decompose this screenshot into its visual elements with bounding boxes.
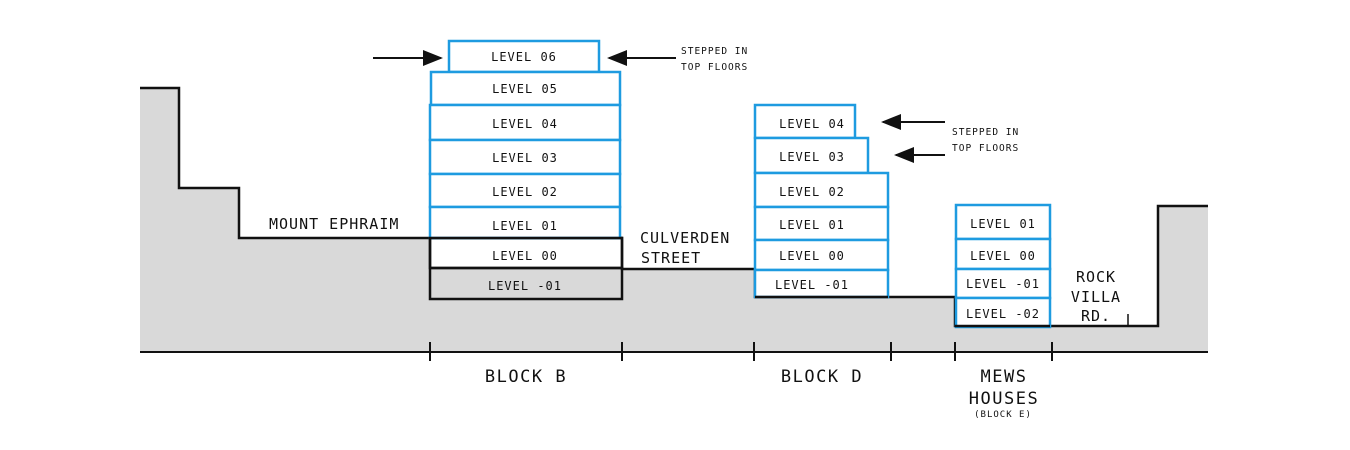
- street-culverden-line1: CULVERDEN: [640, 229, 730, 247]
- stepped-note-b-line1: STEPPED IN: [681, 46, 748, 57]
- block-d-label: BLOCK D: [781, 367, 863, 387]
- block-b-level-label: LEVEL 05: [492, 82, 558, 96]
- stepped-note-b-line2: TOP FLOORS: [681, 62, 748, 73]
- block-b-label: BLOCK B: [485, 367, 567, 387]
- mews-level-00: [954, 237, 1052, 271]
- mews-label-line2: HOUSES: [969, 389, 1039, 409]
- street-rock-line1: ROCK: [1076, 268, 1116, 286]
- mews-label-line3: (BLOCK E): [974, 410, 1032, 420]
- block-d-level-00: [753, 238, 890, 272]
- baseline-ticks: [429, 342, 1053, 361]
- mews-levels: LEVEL 01 LEVEL 00 LEVEL -01 LEVEL -02: [954, 203, 1052, 329]
- block-d-level-label: LEVEL 02: [779, 185, 845, 199]
- block-b-level-label: LEVEL 04: [492, 117, 558, 131]
- block-d-level-01: [753, 205, 890, 242]
- mews-level-label: LEVEL -01: [966, 277, 1040, 291]
- stepped-note-d-line2: TOP FLOORS: [952, 143, 1019, 154]
- street-rock-line3: RD.: [1081, 307, 1111, 325]
- block-b-level-label: LEVEL 06: [491, 50, 557, 64]
- mews-level-label: LEVEL 01: [970, 217, 1036, 231]
- block-b-level-label: LEVEL 01: [492, 219, 558, 233]
- block-b-levels: LEVEL 06 LEVEL 05 LEVEL 04 LEVEL 03 LEVE…: [428, 39, 624, 293]
- block-b-level-label: LEVEL -01: [488, 279, 562, 293]
- block-d-level-03: [753, 136, 870, 175]
- mews-level-label: LEVEL 00: [970, 249, 1036, 263]
- block-d-level-label: LEVEL 00: [779, 249, 845, 263]
- block-d-level-label: LEVEL 01: [779, 218, 845, 232]
- mews-level-m01: [954, 267, 1052, 300]
- block-d-level-label: LEVEL 04: [779, 117, 845, 131]
- block-b-level-label: LEVEL 03: [492, 151, 558, 165]
- block-b-level-06: [447, 39, 601, 74]
- mews-level-label: LEVEL -02: [966, 307, 1040, 321]
- block-d-levels: LEVEL 04 LEVEL 03 LEVEL 02 LEVEL 01 LEVE…: [753, 103, 890, 299]
- block-d-level-label: LEVEL -01: [775, 278, 849, 292]
- stepped-note-d-line1: STEPPED IN: [952, 127, 1019, 138]
- block-b-level-05: [429, 70, 622, 107]
- ground-fill: [140, 88, 1208, 352]
- block-b-level-02: [428, 172, 622, 209]
- block-b-level-03: [428, 138, 622, 176]
- block-b-level-label: LEVEL 00: [492, 249, 558, 263]
- street-mount-ephraim: MOUNT EPHRAIM: [269, 215, 399, 233]
- mews-label-line1: MEWS: [981, 367, 1028, 387]
- street-rock-line2: VILLA: [1071, 288, 1121, 306]
- block-b-level-00: [428, 236, 624, 270]
- block-d-level-m01: [753, 268, 890, 299]
- block-b-level-label: LEVEL 02: [492, 185, 558, 199]
- block-d-level-label: LEVEL 03: [779, 150, 845, 164]
- street-culverden-line2: STREET: [641, 249, 701, 267]
